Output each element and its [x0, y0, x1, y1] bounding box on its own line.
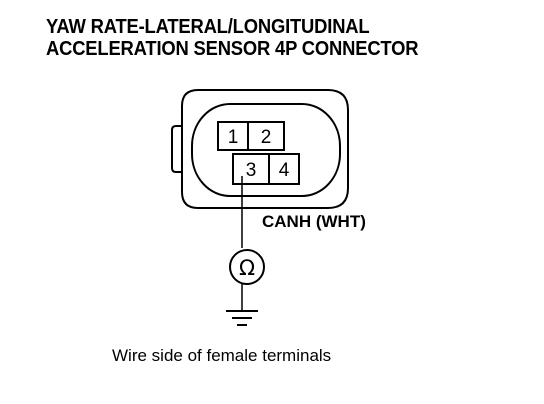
connector-housing [171, 89, 349, 209]
terminal-2 [247, 121, 285, 151]
ohmmeter-icon [229, 249, 265, 285]
diagram-caption: Wire side of female terminals [112, 346, 332, 365]
ohm-symbol: Ω [239, 256, 255, 280]
terminal-2-label: 2 [261, 127, 272, 148]
title-line-2: ACCELERATION SENSOR 4P CONNECTOR [46, 38, 419, 60]
terminal-4 [268, 153, 300, 185]
title-line-1: YAW RATE-LATERAL/LONGITUDINAL [46, 16, 370, 38]
terminal-block [217, 121, 300, 185]
ground-icon [226, 310, 258, 326]
terminal-4-label: 4 [279, 160, 290, 181]
terminal-3-label: 3 [246, 160, 257, 181]
terminal-1-label: 1 [228, 127, 239, 148]
wire-label: CANH (WHT) [262, 212, 366, 231]
diagram-title: YAW RATE-LATERAL/LONGITUDINAL ACCELERATI… [46, 16, 488, 60]
